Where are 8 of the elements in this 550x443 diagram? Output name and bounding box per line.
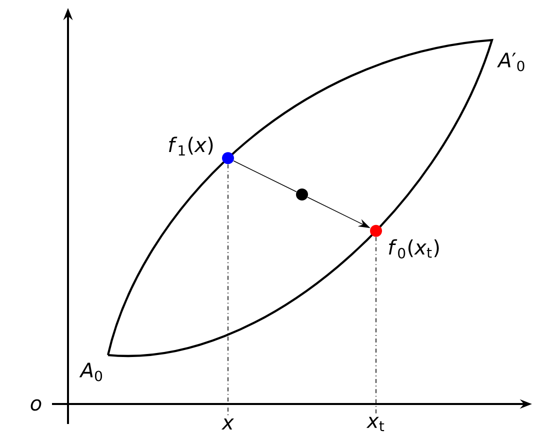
axis-origin-label: o <box>30 399 42 411</box>
endpoint-label: A′$_{0}$ <box>497 52 524 72</box>
axis-label: x$_{t}$ <box>366 416 384 432</box>
axis-label: x <box>221 418 234 430</box>
endpoint-label: A$_{0}$ <box>79 362 102 382</box>
point-label: f$_{1}$(x) <box>169 136 213 156</box>
point <box>296 188 308 200</box>
point-label: f$_{0}$(x$_{t}$) <box>388 239 439 258</box>
